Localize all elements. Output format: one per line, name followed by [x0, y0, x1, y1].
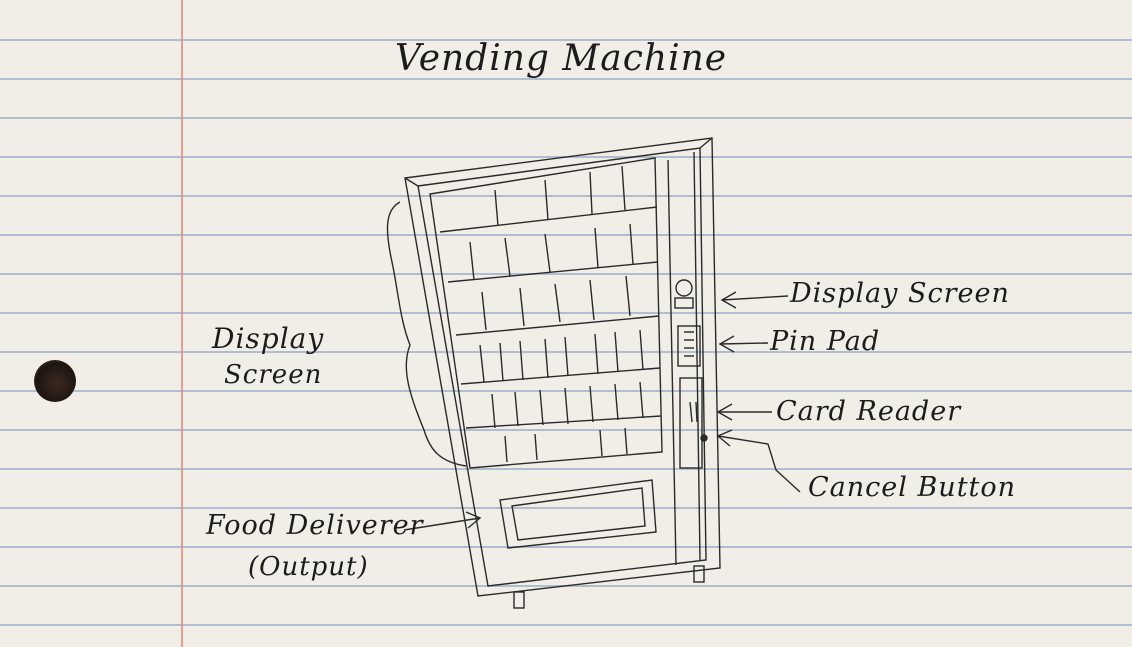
- label-card-reader: Card Reader: [776, 396, 962, 427]
- shelf: [447, 261, 659, 283]
- label-food-deliverer-line1: Food Deliverer: [206, 510, 424, 541]
- pin-pad-icon: [677, 325, 701, 367]
- label-display-screen: Display Screen: [790, 278, 1010, 309]
- product-row: [504, 427, 628, 463]
- brace: [386, 201, 467, 467]
- arrow-display-screen: [720, 291, 789, 309]
- punch-hole: [34, 360, 76, 402]
- product-row: [491, 381, 644, 429]
- machine-foot: [513, 591, 525, 609]
- product-row: [494, 165, 626, 227]
- label-food-deliverer-line2: (Output): [248, 552, 369, 582]
- food-deliverer-slot: [499, 479, 657, 549]
- shelf: [455, 315, 660, 336]
- machine-body-inner: [417, 147, 707, 587]
- shelf: [460, 367, 661, 385]
- machine-foot: [693, 565, 705, 583]
- arrow-pin-pad: [718, 335, 769, 353]
- shelf: [465, 415, 662, 429]
- card-reader-icon: [679, 377, 703, 469]
- diagram-title: Vending Machine: [395, 38, 728, 79]
- cancel-button-icon: [700, 434, 708, 442]
- display-screen-icon: [675, 279, 693, 297]
- label-display-screen-left-line1: Display: [212, 322, 325, 355]
- margin-line: [181, 0, 183, 647]
- glass-window: [429, 157, 663, 469]
- product-row: [481, 275, 631, 331]
- label-cancel-button: Cancel Button: [808, 472, 1017, 503]
- arrow-cancel-button: [716, 429, 801, 493]
- machine-body: [404, 137, 721, 597]
- product-row: [479, 329, 644, 383]
- arrow-card-reader: [716, 403, 772, 421]
- label-display-screen-left-line2: Screen: [224, 360, 323, 390]
- product-row: [469, 223, 634, 281]
- label-pin-pad: Pin Pad: [770, 326, 881, 357]
- arrow-food-deliverer: [403, 511, 482, 531]
